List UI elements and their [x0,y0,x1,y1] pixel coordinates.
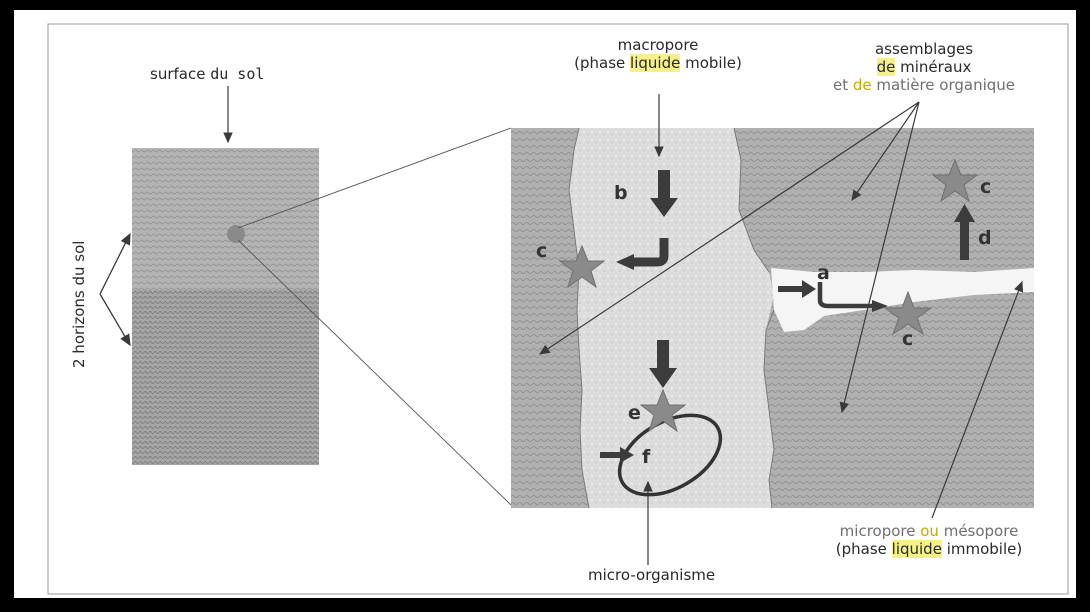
surface-label: surface du sol [150,65,264,83]
letter-c-left: c [536,240,548,262]
assemblages-label: assemblages de minéraux et de matière or… [804,40,1044,94]
arrow-to-e [649,340,677,388]
soil-horizon-lower [132,290,319,465]
surface-du-sol: du sol [210,65,265,83]
diagram-canvas [47,23,1069,595]
star-c-right [931,158,979,203]
letter-b: b [614,182,628,204]
assemblages-line1: assemblages [874,40,974,58]
horizon-arrow-upper [99,232,131,295]
letter-a: a [817,262,830,284]
macropore-title: macropore [617,36,699,54]
macropore-channel [569,128,774,508]
zoom-line-top [237,127,512,229]
micropore-line2: (phase liquide immobile) [835,540,1023,558]
letter-e: e [628,402,641,424]
assemblage-pointer-1 [539,101,920,355]
figure-border [47,23,1069,595]
assemblages-line3: et de matière organique [832,76,1016,94]
horizons-label: 2 horizons du sol [70,240,88,368]
assemblage-pointer-2 [851,101,920,201]
soil-horizon-upper [132,148,319,290]
star-c-middle [883,290,933,336]
horizon-arrow-lower [99,293,131,347]
assemblage-pointer-3 [839,101,920,414]
microorganism-label: micro-organisme [588,566,716,584]
star-c-left [558,244,606,289]
letter-c-middle: c [902,328,914,350]
assemblages-line2: de minéraux [876,58,972,76]
arrow-b [650,170,678,217]
micropore-line1: micropore ou mésopore [839,522,1019,540]
arrow-a [778,280,888,312]
arrow-d [954,204,975,260]
sample-point [227,225,245,243]
macropore-label: macropore (phase liquide mobile) [548,36,768,72]
arrow-f [600,447,634,463]
micropore-channel [771,268,1034,332]
macropore-subtitle: (phase liquide mobile) [574,54,742,72]
star-e [639,388,687,433]
micropore-pointer [931,280,1024,519]
frame-bottom-border [14,598,1076,600]
surface-word: surface [150,65,206,83]
letter-d: d [978,227,992,249]
figure-panel: surface du sol 2 horizons du sol macropo… [14,10,1076,600]
letter-f: f [642,446,651,468]
zoom-line-bottom [237,239,512,506]
letter-c-right: c [980,176,992,198]
micropore-label: micropore ou mésopore (phase liquide imm… [794,522,1064,558]
arrow-b-to-c [630,238,669,267]
